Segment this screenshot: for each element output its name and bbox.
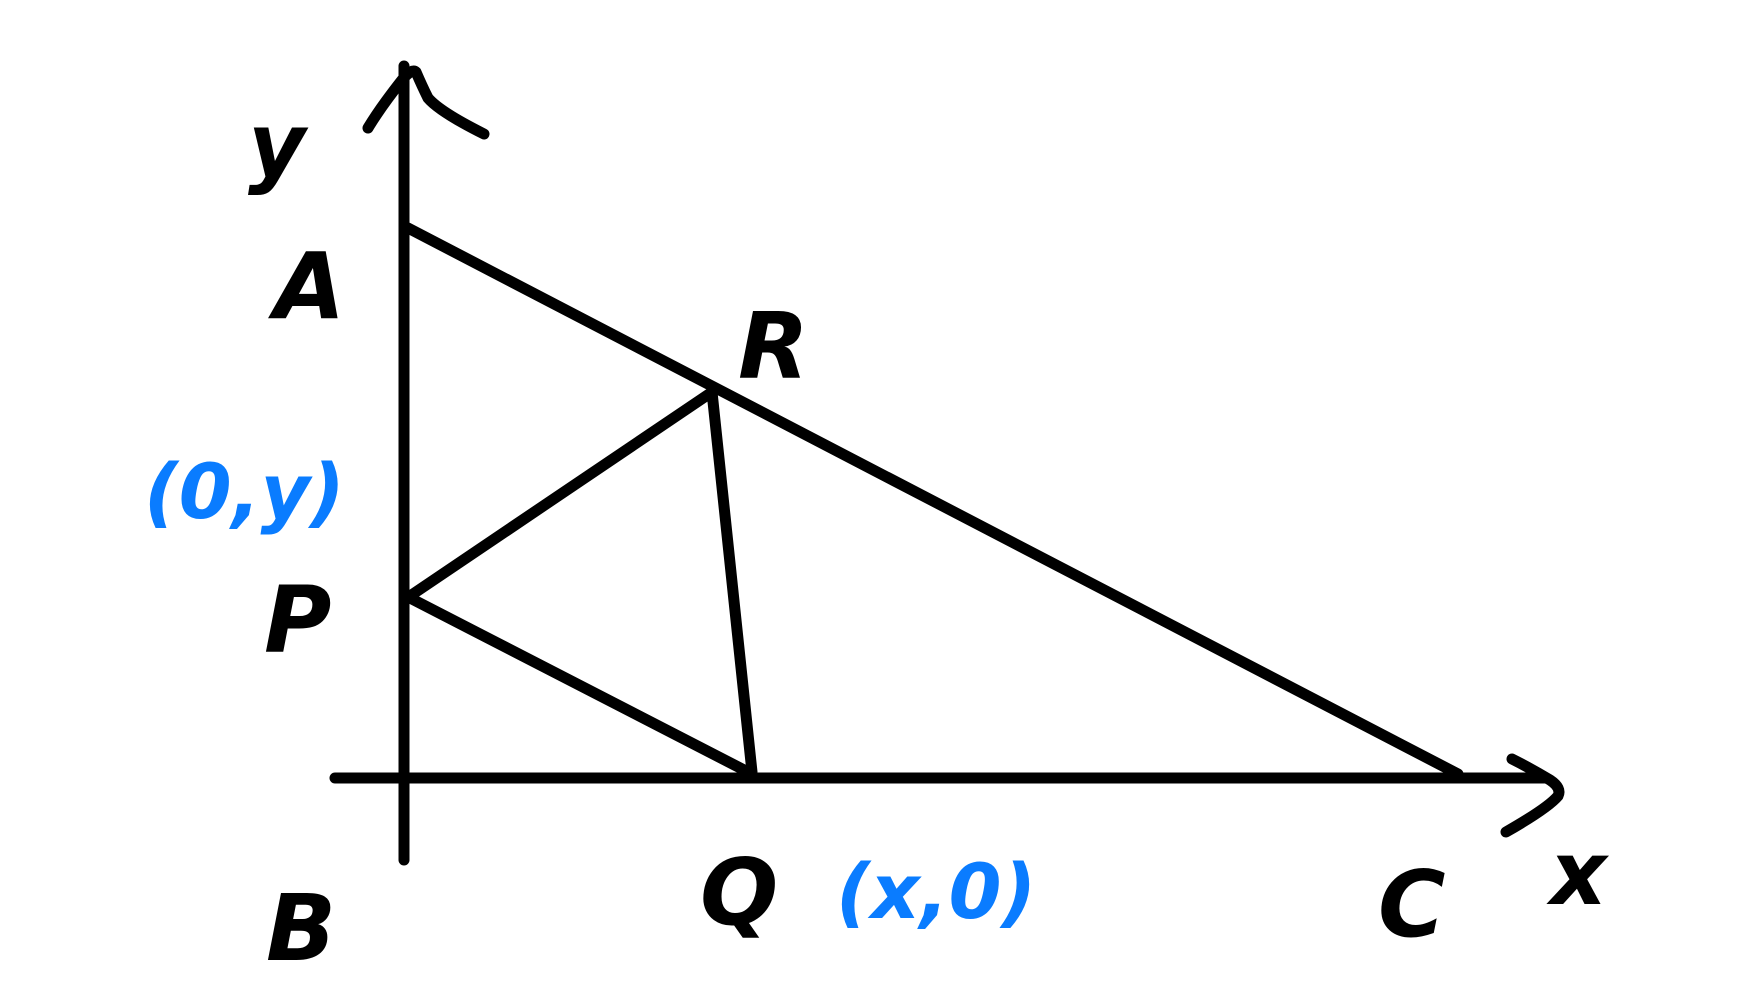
segment-pq	[404, 592, 754, 778]
y-axis-label: y	[248, 94, 309, 197]
point-q-label: Q	[700, 839, 778, 946]
point-c-label: C	[1378, 851, 1446, 958]
point-p-label: P	[264, 567, 331, 674]
segment-rq	[706, 386, 758, 778]
point-q-coordinate: (x,0)	[836, 847, 1036, 936]
y-axis-arrowhead	[362, 65, 490, 140]
segment-pr	[404, 386, 718, 602]
point-p-coordinate: (0,y)	[144, 447, 345, 536]
segment-ac	[402, 222, 1464, 780]
point-r-label: R	[738, 293, 809, 400]
point-a-label: A	[268, 233, 345, 340]
x-axis-label: x	[1546, 822, 1610, 925]
x-axis-arrowhead	[1500, 753, 1565, 838]
point-b-label: B	[266, 875, 336, 982]
